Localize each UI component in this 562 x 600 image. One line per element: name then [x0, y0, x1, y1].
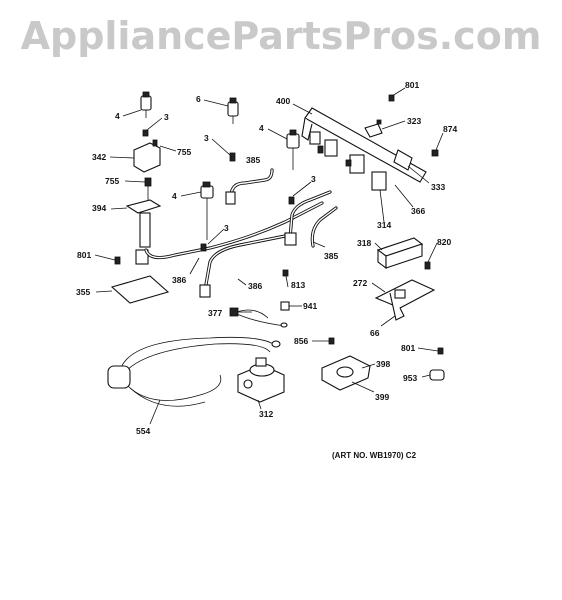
art-number-caption: (ART NO. WB1970) C2	[332, 451, 417, 460]
screw-3-top	[142, 129, 149, 137]
nut-941	[280, 301, 290, 311]
callout-386: 386	[172, 275, 186, 285]
callout-856: 856	[294, 336, 308, 346]
callout-labels: 4 3 6 400 801 323 874 4 342 755 3 385 75…	[76, 80, 457, 436]
callout-366: 366	[411, 206, 425, 216]
callout-272: 272	[353, 278, 367, 288]
callout-355: 355	[76, 287, 90, 297]
watermark-text: AppliancePartsPros.com	[20, 14, 542, 58]
bracket-342	[133, 139, 161, 173]
callout-4: 4	[259, 123, 264, 133]
harness-554	[107, 322, 288, 407]
callout-385: 385	[246, 155, 260, 165]
callout-4: 4	[172, 191, 177, 201]
callout-333: 333	[431, 182, 445, 192]
callout-3: 3	[204, 133, 209, 143]
callout-398: 398	[376, 359, 390, 369]
fastener-856	[328, 337, 335, 345]
callout-755: 755	[105, 176, 119, 186]
tube-385-upper	[225, 168, 274, 205]
clip-323	[364, 119, 383, 138]
wire-377	[229, 307, 286, 327]
callout-554: 554	[136, 426, 150, 436]
callout-400: 400	[276, 96, 290, 106]
screw-874	[431, 149, 439, 157]
bracket-355	[110, 249, 170, 304]
callout-801: 801	[401, 343, 415, 353]
callout-377: 377	[208, 308, 222, 318]
callout-314: 314	[377, 220, 391, 230]
callout-953: 953	[403, 373, 417, 383]
screw-820	[424, 261, 431, 270]
callout-3: 3	[224, 223, 229, 233]
callout-394: 394	[92, 203, 106, 213]
callout-399: 399	[375, 392, 389, 402]
callout-820: 820	[437, 237, 451, 247]
bracket-272	[374, 279, 436, 321]
valve-4-right	[286, 129, 300, 170]
screw-801-right	[437, 347, 444, 355]
screw-813	[282, 269, 289, 277]
valve-4-mid	[200, 181, 214, 240]
callout-342: 342	[92, 152, 106, 162]
callout-385: 385	[324, 251, 338, 261]
valve-4-top	[140, 91, 152, 118]
callout-386: 386	[248, 281, 262, 291]
callout-941: 941	[303, 301, 317, 311]
leader-lines	[94, 87, 444, 425]
callout-6: 6	[196, 94, 201, 104]
callout-801: 801	[77, 250, 91, 260]
regulator-312	[237, 357, 285, 403]
callout-813: 813	[291, 280, 305, 290]
tube-385-lower	[284, 190, 338, 248]
screw-801-top	[388, 94, 395, 102]
gasket-398	[321, 355, 371, 391]
bracket-394	[125, 199, 162, 248]
screw-3-mid	[229, 152, 236, 162]
fitting-953	[429, 369, 445, 381]
callout-874: 874	[443, 124, 457, 134]
valve-6	[227, 97, 239, 124]
callout-801: 801	[405, 80, 419, 90]
callout-318: 318	[357, 238, 371, 248]
callout-66: 66	[370, 328, 380, 338]
callout-312: 312	[259, 409, 273, 419]
module-318	[376, 237, 424, 270]
tube-386	[144, 201, 324, 298]
callout-3: 3	[311, 174, 316, 184]
callout-3: 3	[164, 112, 169, 122]
bracket-333	[393, 149, 413, 171]
callout-755: 755	[177, 147, 191, 157]
callout-323: 323	[407, 116, 421, 126]
callout-4: 4	[115, 111, 120, 121]
